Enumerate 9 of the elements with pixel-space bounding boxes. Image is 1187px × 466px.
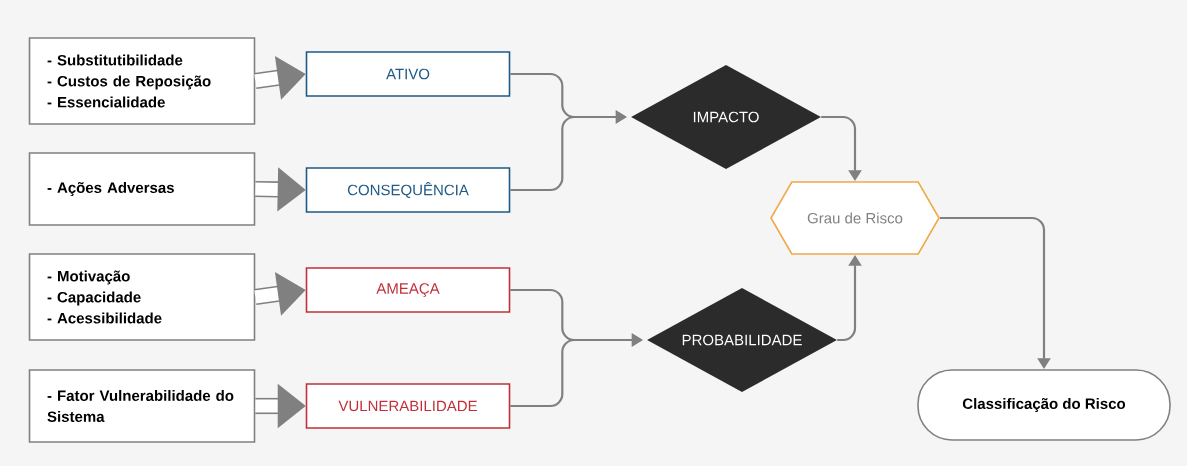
input-box: - Motivação - Capacidade - Acessibilidade (28, 253, 256, 341)
process-box: CONSEQUÊNCIA (305, 167, 511, 213)
process-box: VULNERABILIDADE (305, 383, 511, 429)
input-box: - Fator Vulnerabilidade do Sistema (28, 369, 256, 443)
process-box: ATIVO (305, 51, 511, 97)
input-box: - Substitutibilidade - Custos de Reposição - Essencialidade (28, 37, 256, 125)
terminal-box: Classificação do Risco (917, 369, 1171, 441)
process-box: AMEAÇA (305, 267, 511, 313)
input-box: - Ações Adversas (28, 152, 256, 226)
